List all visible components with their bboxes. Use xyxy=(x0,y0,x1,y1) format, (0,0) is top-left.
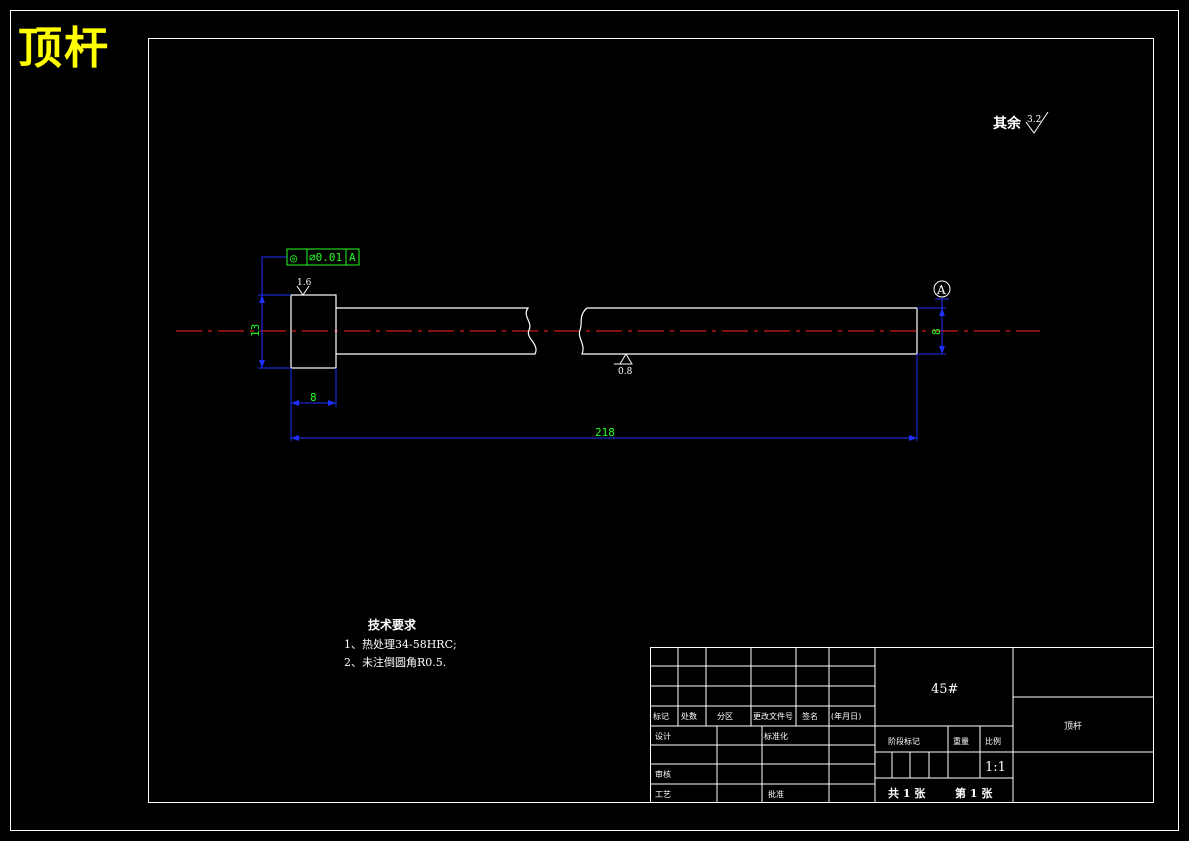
tb-review: 审核 xyxy=(655,769,671,779)
tolerance-symbol: ◎ xyxy=(290,251,297,265)
title-block-text: 标记 处数 分区 更改文件号 签名 (年月日) 设计 标准化 审核 工艺 批准 … xyxy=(653,682,1082,800)
tb-date: (年月日) xyxy=(831,711,861,721)
drawing-title: 顶杆 xyxy=(18,23,110,74)
title-block xyxy=(650,647,1154,803)
dimension-arrows xyxy=(259,295,945,441)
roughness-default-value: 3.2 xyxy=(1027,115,1041,125)
datum-label: A xyxy=(936,283,946,297)
dimension-lines xyxy=(258,256,949,441)
tb-standardize: 标准化 xyxy=(764,731,788,741)
roughness-shaft-value: 0.8 xyxy=(618,367,633,377)
tb-sheet-no: 第 1 张 xyxy=(955,786,993,800)
dim-total-length: 218 xyxy=(595,426,615,439)
tb-count: 处数 xyxy=(681,711,697,721)
notes-heading: 技术要求 xyxy=(368,617,417,632)
notes-item-2: 2、未注倒圆角R0.5. xyxy=(344,655,446,669)
tb-mark: 标记 xyxy=(653,711,669,721)
tb-scale-label: 比例 xyxy=(985,736,1001,746)
tb-change-doc: 更改文件号 xyxy=(753,711,793,721)
roughness-shoulder: 1.6 xyxy=(296,278,312,296)
roughness-default-prefix: 其余 xyxy=(993,115,1022,132)
tolerance-value: ⌀0.01 xyxy=(309,251,342,264)
tb-signature: 签名 xyxy=(802,711,818,721)
datum-symbol: A xyxy=(933,280,951,298)
tb-weight: 重量 xyxy=(953,736,969,746)
tolerance-frame: ◎ ⌀0.01 A xyxy=(286,248,360,266)
tb-design: 设计 xyxy=(655,731,671,741)
tb-scale: 1:1 xyxy=(985,760,1006,775)
dim-head-diameter: 13 xyxy=(249,324,262,337)
tb-process: 工艺 xyxy=(655,790,671,799)
dim-head-length: 8 xyxy=(310,391,317,404)
tolerance-datum: A xyxy=(349,251,356,264)
part-outline xyxy=(290,294,918,369)
dim-shaft-diameter: 8 xyxy=(930,328,943,335)
tb-sheets: 共 1 张 xyxy=(888,786,926,800)
tb-approve: 批准 xyxy=(768,789,784,799)
tb-material: 45# xyxy=(931,682,958,697)
tb-part-name: 顶杆 xyxy=(1064,720,1082,732)
tb-zone: 分区 xyxy=(717,712,733,721)
outer-frame xyxy=(10,10,1179,831)
notes-item-1: 1、热处理34-58HRC; xyxy=(344,638,457,651)
tb-stage-mark: 阶段标记 xyxy=(888,736,920,746)
roughness-shoulder-value: 1.6 xyxy=(297,278,312,288)
roughness-shaft: 0.8 xyxy=(614,353,633,377)
roughness-default: 其余 3.2 xyxy=(993,111,1049,134)
